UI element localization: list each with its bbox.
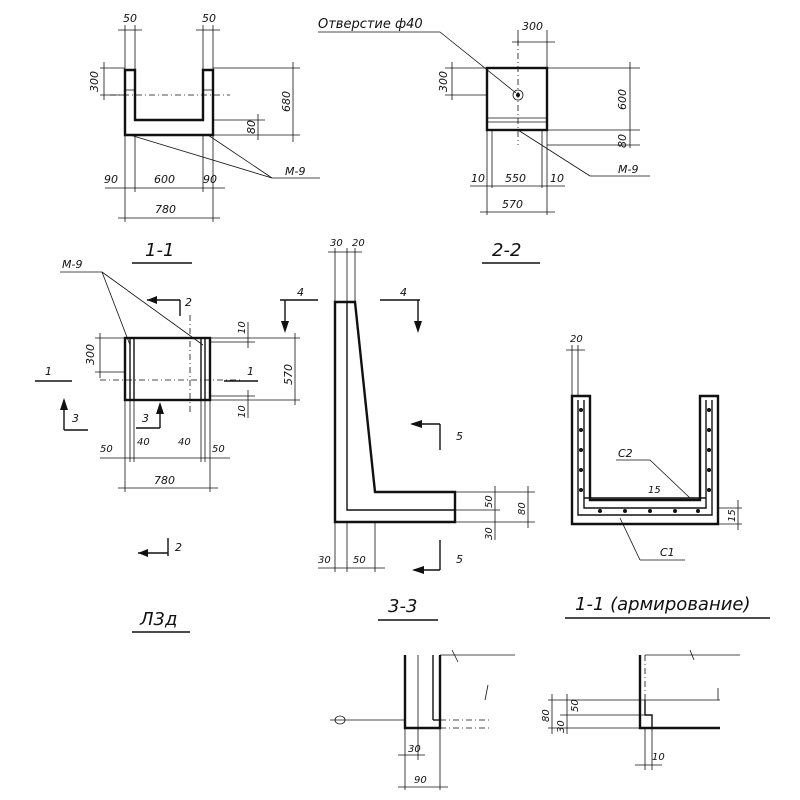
dim-plan-c: 40	[178, 437, 191, 448]
dim-s1-total-w: 780	[155, 203, 176, 216]
label-c1: С1	[660, 546, 675, 559]
mark-cut1-left: 1	[45, 365, 52, 378]
title-section-2-2: 2-2	[492, 240, 521, 261]
dim-s3-top-b: 20	[352, 238, 365, 249]
mark-cut2-bot: 2	[175, 541, 182, 554]
dim-s1-total-h: 680	[280, 91, 293, 112]
rebar-dots	[579, 408, 711, 513]
plan-view: М-9 2 2 1 1 3 3 300	[35, 258, 300, 633]
dim-detail-a-b: 90	[414, 775, 427, 786]
dim-s2-right-h: 600	[616, 89, 629, 110]
dim-s3-bot-50: 50	[353, 555, 366, 566]
dim-plan-right-h: 570	[282, 364, 295, 385]
mark-cut5-top: 5	[456, 430, 463, 443]
detail-b: 80 30 50 10	[541, 649, 740, 770]
mark-cut5-bot: 5	[456, 553, 463, 566]
callout-plan-m9: М-9	[62, 258, 82, 271]
title-section-3-3: 3-3	[388, 596, 417, 617]
dim-s3-r80: 80	[517, 502, 528, 515]
dim-s1-right: 90	[203, 173, 217, 186]
dim-s3-top-a: 30	[330, 238, 343, 249]
section-1-1: 50 50 300 680 80 90 600 90 780 М-9 1-1	[88, 12, 320, 264]
dim-s1-bottom: 80	[245, 120, 258, 134]
dim-s2-top: 300	[522, 20, 543, 33]
dim-plan-bot-small: 10	[237, 405, 248, 418]
dim-s1-mid: 600	[154, 173, 175, 186]
mark-cut3-mid: 3	[142, 412, 149, 425]
title-plan: Л3д	[139, 609, 177, 630]
dim-detail-b-h50: 50	[570, 699, 581, 712]
dim-s1-top-left: 50	[123, 12, 137, 25]
dim-s1-wall-h: 300	[88, 71, 101, 92]
dim-plan-top-small: 10	[237, 321, 248, 334]
dim-s3-r30: 30	[484, 527, 495, 540]
section-rebar: 20 С2 15 15 С1 1-1 (армирование)	[565, 334, 770, 619]
dim-plan-a: 50	[100, 444, 113, 455]
dim-s1-left: 90	[104, 173, 118, 186]
detail-a: 30 90	[330, 649, 515, 790]
dim-detail-b-b10: 10	[652, 752, 665, 763]
dim-rebar-mid: 15	[648, 485, 661, 496]
hole-note: Отверстие ф40	[318, 17, 423, 32]
mark-cut4-right: 4	[400, 286, 407, 299]
dim-rebar-top: 20	[570, 334, 583, 345]
title-rebar: 1-1 (армирование)	[575, 594, 751, 615]
title-section-1-1: 1-1	[145, 240, 174, 261]
label-c2: С2	[618, 447, 633, 460]
dim-rebar-side: 15	[727, 509, 738, 522]
dim-plan-b: 40	[137, 437, 150, 448]
dim-s2-left-h: 300	[437, 71, 450, 92]
dim-s2-total: 570	[502, 198, 523, 211]
mark-cut1-right: 1	[247, 365, 254, 378]
dim-s3-bot-30: 30	[318, 555, 331, 566]
section-3-3: 30 20 4 4 5 5 50 80 30 30 50	[280, 238, 535, 621]
dim-detail-b-h80: 80	[541, 709, 552, 722]
callout-s1-m9: М-9	[285, 165, 305, 178]
mark-cut4-left: 4	[297, 286, 304, 299]
dim-s2-mid: 550	[505, 172, 526, 185]
callout-s2-m9: М-9	[618, 163, 638, 176]
dim-s2-r: 10	[550, 172, 564, 185]
dim-s1-top-right: 50	[202, 12, 216, 25]
mark-cut2-top: 2	[185, 296, 192, 309]
dim-s3-r50: 50	[484, 495, 495, 508]
dim-detail-b-h30: 30	[556, 720, 567, 733]
section-2-2: Отверстие ф40 300 300 600 80 10 550 10 5…	[318, 17, 650, 264]
dim-detail-a-a: 30	[408, 744, 421, 755]
dim-plan-total: 780	[154, 474, 175, 487]
dim-plan-left-h: 300	[84, 344, 97, 365]
mark-cut3-left: 3	[72, 412, 79, 425]
dim-s2-bottom-h: 80	[616, 134, 629, 148]
dim-s2-l: 10	[471, 172, 485, 185]
dim-plan-d: 50	[212, 444, 225, 455]
